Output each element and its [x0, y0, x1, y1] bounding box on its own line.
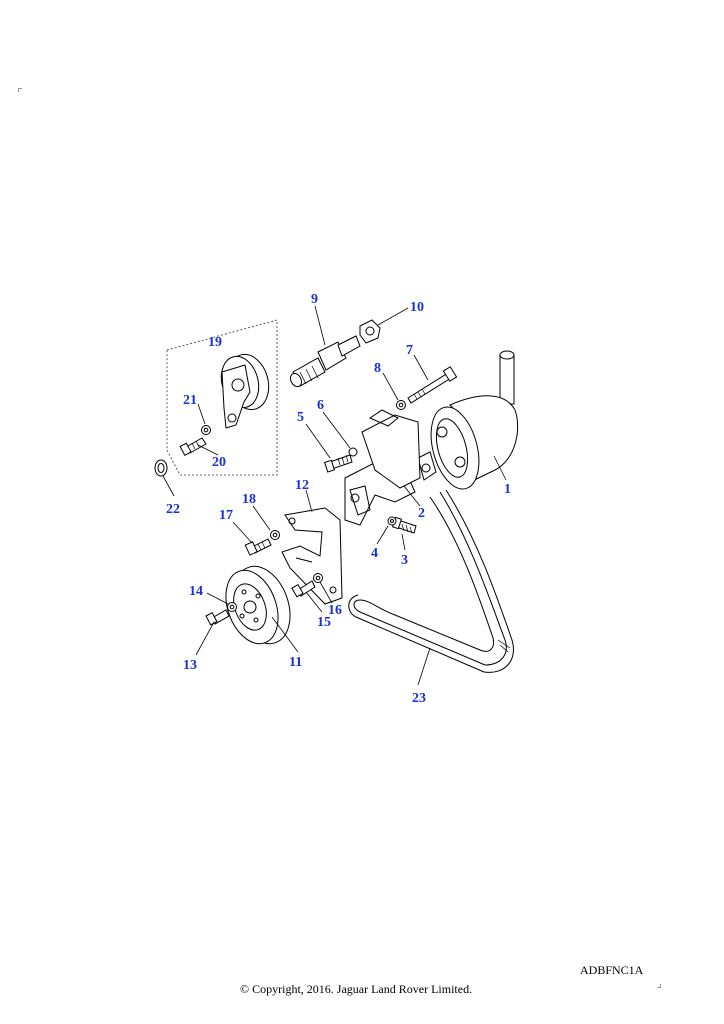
- idler-assembly-group: [166, 319, 278, 476]
- part-number-labels: 1 2 3 4 5 6 7 8 9 10 11 12 13 14 15 16 1…: [166, 292, 511, 706]
- part-label-11: 11: [289, 655, 302, 670]
- washer-21: [201, 425, 211, 435]
- idler-pulley-19: [220, 353, 270, 429]
- part-label-16: 16: [328, 603, 342, 618]
- copyright-notice: © Copyright, 2016. Jaguar Land Rover Lim…: [240, 982, 473, 996]
- pulley-11: [225, 565, 291, 645]
- bolt-15: [291, 580, 316, 598]
- steering-pump: [417, 350, 519, 490]
- bolt-20: [179, 437, 207, 456]
- mounting-plate-12: [281, 507, 343, 605]
- part-label-6: 6: [317, 398, 324, 413]
- part-label-20: 20: [212, 455, 226, 470]
- part-label-18: 18: [242, 492, 256, 507]
- washer-16: [313, 573, 323, 583]
- part-label-5: 5: [297, 410, 304, 425]
- part-label-23: 23: [412, 691, 426, 706]
- adjuster-spindle-9: [289, 335, 361, 388]
- pump-mounting-bracket: [344, 409, 421, 526]
- washer-14: [227, 602, 237, 612]
- part-label-3: 3: [401, 553, 408, 568]
- part-label-22: 22: [166, 502, 180, 517]
- part-label-15: 15: [317, 615, 331, 630]
- nut-10: [359, 319, 381, 344]
- washer-4: [387, 516, 397, 526]
- part-label-2: 2: [418, 506, 425, 521]
- drive-belt: [348, 489, 514, 673]
- part-label-9: 9: [311, 292, 318, 307]
- part-label-17: 17: [219, 508, 233, 523]
- nut-8: [396, 400, 406, 410]
- leader-lines: [162, 305, 507, 686]
- part-label-19: 19: [208, 335, 222, 350]
- bolt-5: [324, 454, 353, 473]
- part-label-21: 21: [183, 393, 197, 408]
- part-label-13: 13: [183, 658, 197, 673]
- bolt-17: [244, 538, 272, 556]
- part-label-8: 8: [374, 361, 381, 376]
- corner-mark-top-left: [18, 88, 22, 92]
- part-label-7: 7: [406, 343, 413, 358]
- washer-6: [348, 447, 358, 457]
- part-label-10: 10: [410, 300, 424, 315]
- bolt-13: [205, 609, 230, 626]
- corner-mark-bottom-right: [657, 984, 661, 988]
- washer-18: [270, 530, 280, 540]
- diagram-reference-code: ADBFNC1A: [580, 963, 644, 977]
- long-bolt-7: [407, 366, 458, 404]
- part-label-4: 4: [371, 546, 378, 561]
- washer-22: [154, 459, 168, 477]
- part-label-12: 12: [295, 478, 309, 493]
- part-label-1: 1: [504, 482, 511, 497]
- part-label-14: 14: [189, 584, 203, 599]
